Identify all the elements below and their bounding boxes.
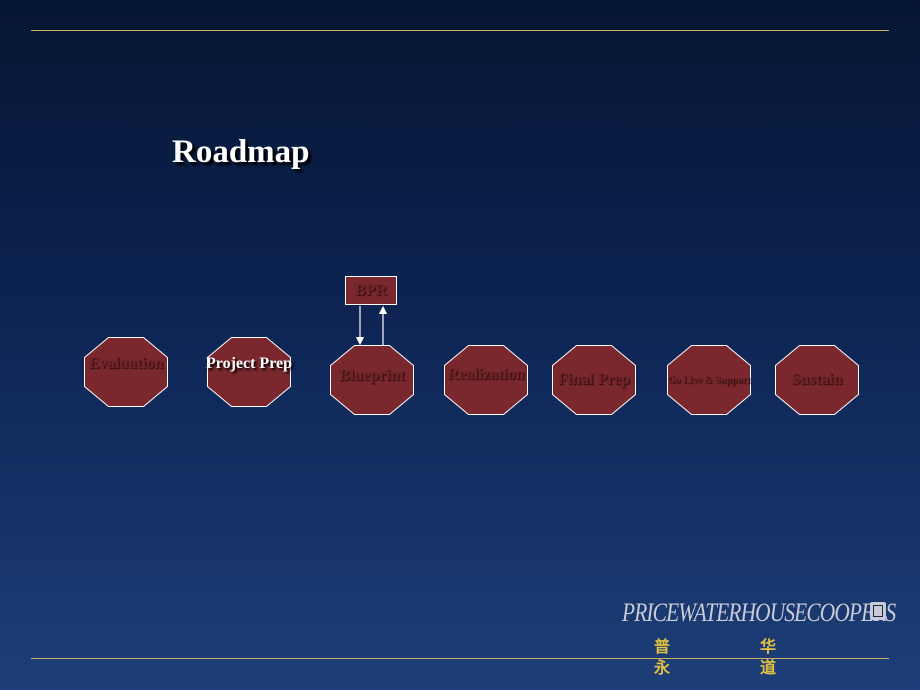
phase-label: Project Prep	[205, 355, 293, 372]
logo-wordmark: PRICEWATERHOUSECOOPERS	[622, 598, 896, 627]
octagon-shape	[775, 345, 859, 415]
phase-project-prep: Project Prep	[206, 337, 292, 407]
phase-go-live-support: Go Live & Support	[667, 345, 751, 415]
phase-label: Blueprint	[339, 367, 405, 384]
phase-label: Realization	[447, 366, 525, 383]
phase-label: Evaluation	[88, 355, 164, 372]
phase-realization: Realization	[444, 345, 528, 415]
phase-label: Go Live & Support	[667, 374, 751, 386]
company-logo: PRICEWATERHOUSECOOPERS	[622, 596, 896, 634]
phase-final-prep: Final Prep	[552, 345, 636, 415]
phase-sustain: Sustain	[775, 345, 859, 415]
logo-cn-char: 永	[654, 658, 671, 677]
bpr-arrows	[355, 305, 388, 346]
octagon-shape	[667, 345, 751, 415]
octagon-shape	[330, 345, 414, 415]
logo-cn-char: 华	[760, 637, 777, 656]
logo-cn-col-2: 华 道	[760, 636, 776, 678]
bpr-label: BPR	[355, 281, 387, 299]
logo-cn-char: 道	[760, 658, 777, 677]
octagon-shape	[207, 337, 291, 407]
octagon-shape	[552, 345, 636, 415]
phase-label: Final Prep	[557, 371, 631, 388]
phase-evaluation: Evaluation	[84, 337, 168, 407]
slide-title: Roadmap	[172, 134, 310, 170]
logo-seal-icon	[870, 602, 886, 620]
octagon-shape	[84, 337, 168, 407]
phase-blueprint: Blueprint	[330, 345, 414, 415]
octagon-shape	[444, 345, 528, 415]
logo-cn-char: 普	[654, 637, 671, 656]
phase-label: Sustain	[791, 371, 843, 388]
top-rule	[31, 30, 889, 31]
logo-cn-col-1: 普 永	[654, 636, 670, 678]
bpr-box: BPR	[345, 276, 397, 305]
bottom-rule	[31, 658, 889, 659]
